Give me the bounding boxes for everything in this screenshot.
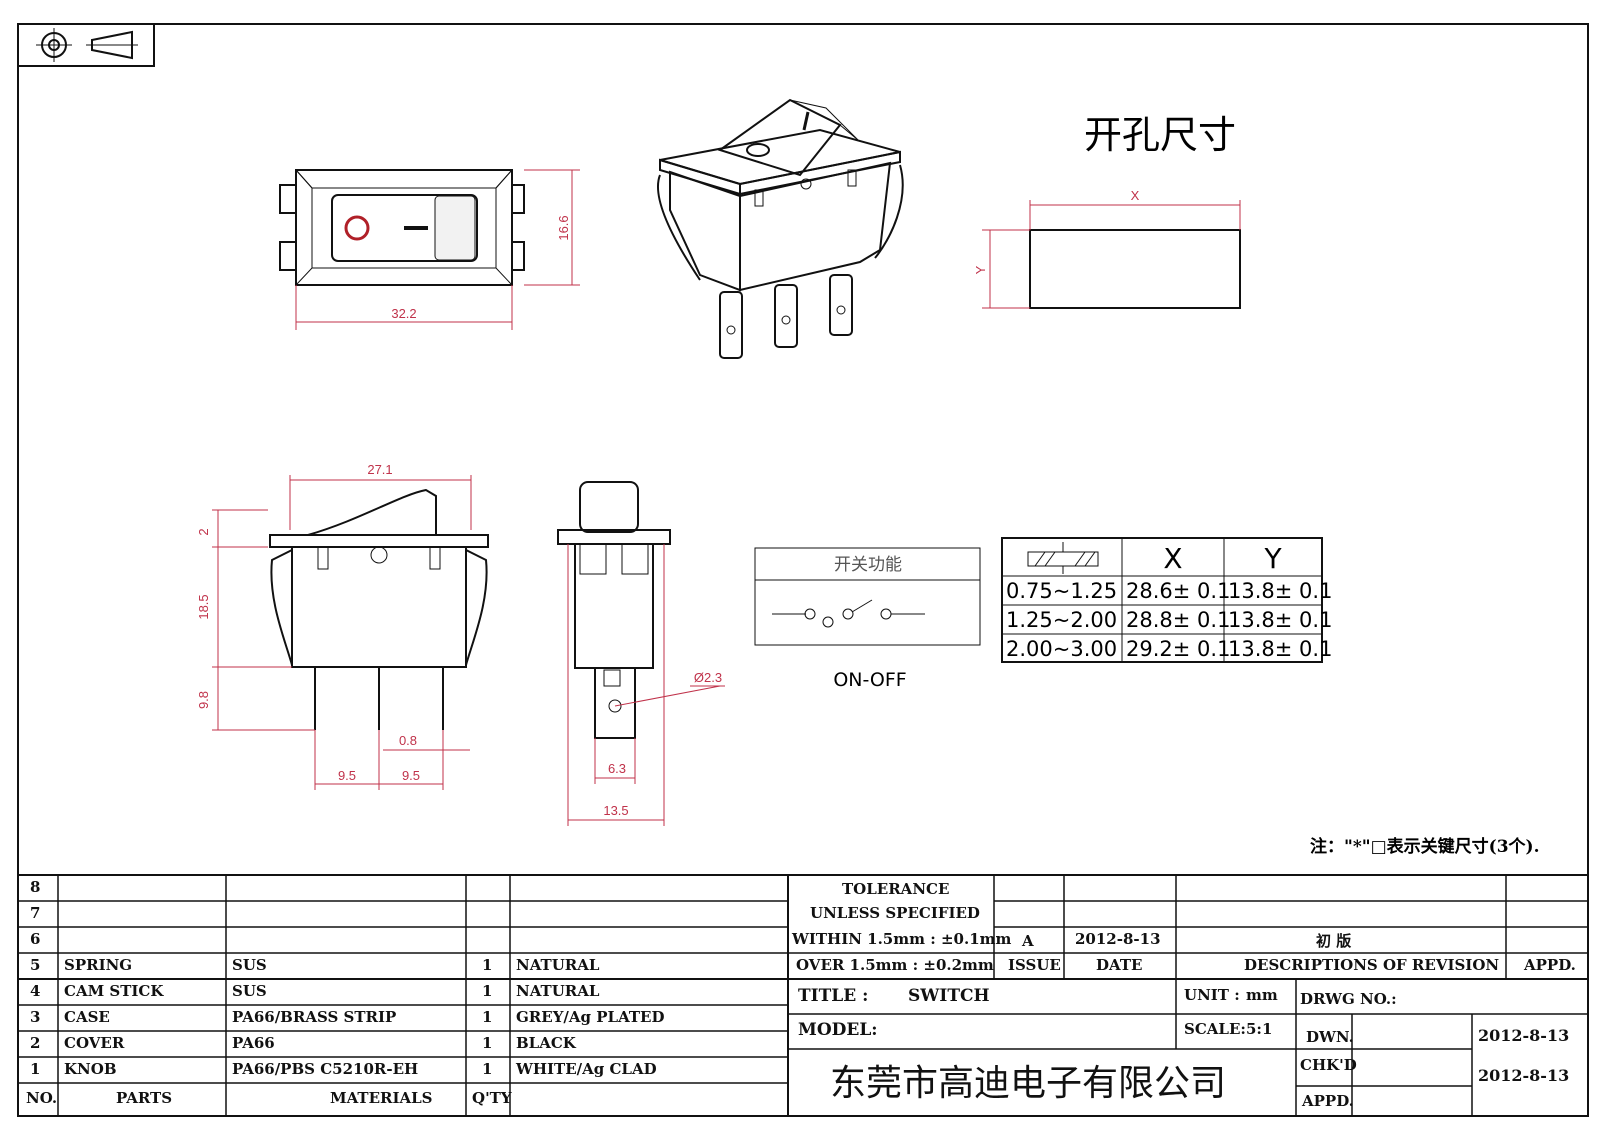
tolerance-line1: TOLERANCE (842, 880, 950, 898)
side-view: 27.1 2 18.5 9.8 9.5 9.5 0.8 (196, 462, 489, 790)
revision-desc-label: DESCRIPTIONS OF REVISION (1244, 956, 1500, 974)
dim-side-pin: 0.8 (399, 733, 417, 748)
isometric-view (657, 98, 904, 359)
bom-material-4: SUS (232, 982, 267, 1000)
revision-date-label: DATE (1096, 956, 1143, 974)
bom-no-5: 5 (30, 956, 41, 974)
dim-side-b: 18.5 (196, 594, 211, 619)
panel-row1-y: 13.8± 0.1 (1228, 579, 1332, 603)
top-view: 32.2 16.6 (279, 169, 580, 330)
revision-issue-label: ISSUE (1008, 956, 1061, 974)
revision-appd-label: APPD. (1524, 956, 1576, 974)
bom-no-1: 1 (30, 1060, 41, 1078)
off-mark-icon (344, 215, 370, 241)
bom-no-8: 8 (30, 878, 41, 896)
cutout-view: X Y (973, 188, 1241, 309)
bom-material-2: PA66 (232, 1034, 275, 1052)
cutout-title: 开孔尺寸 (1084, 113, 1236, 157)
model-label: MODEL: (798, 1020, 878, 1040)
panel-thickness-table: X Y 0.75~1.25 28.6± 0.1 13.8± 0.1 1.25~2… (1001, 537, 1332, 663)
key-dimension-note: 注："*"□表示关键尺寸(3个). (1310, 836, 1540, 857)
bom-material-5: SUS (232, 956, 267, 974)
dim-end-hole: Ø2.3 (694, 670, 722, 685)
dim-end-width: 13.5 (603, 803, 628, 818)
scale-label: SCALE: (1184, 1020, 1246, 1038)
bom-part-3: CASE (64, 1008, 110, 1026)
bom-part-5: SPRING (64, 956, 133, 974)
function-title: 开关功能 (834, 555, 902, 575)
bom-footer-materials: MATERIALS (330, 1089, 433, 1107)
panel-row2-y: 13.8± 0.1 (1228, 608, 1332, 632)
bom-footer-no: NO. (26, 1089, 58, 1107)
title-value: SWITCH (908, 986, 990, 1006)
dim-side-c: 9.8 (196, 691, 211, 709)
panel-row3-thickness: 2.00~3.00 (1006, 637, 1117, 661)
dim-side-pitch2: 9.5 (402, 768, 420, 783)
sheet-border (17, 23, 1589, 1117)
bom-material-1: PA66/PBS C5210R-EH (232, 1060, 419, 1078)
panel-row2-thickness: 1.25~2.00 (1006, 608, 1117, 632)
panel-row3-x: 29.2± 0.1 (1126, 637, 1230, 661)
switch-function-box: 开关功能 ON-OFF (754, 547, 981, 691)
bom-footer-qty: Q'TY (472, 1089, 512, 1107)
bom-finish-3: GREY/Ag PLATED (516, 1008, 665, 1026)
tolerance-line4: OVER 1.5mm : ±0.2mm (796, 956, 994, 974)
bom-qty-4: 1 (482, 982, 493, 1000)
end-view: Ø2.3 6.3 13.5 (557, 481, 725, 826)
bom-no-6: 6 (30, 930, 41, 948)
bom-qty-3: 1 (482, 1008, 493, 1026)
drwg-no-label: DRWG NO.: (1300, 990, 1397, 1008)
bom-no-3: 3 (30, 1008, 41, 1026)
panel-row3-y: 13.8± 0.1 (1228, 637, 1332, 661)
bom-no-2: 2 (30, 1034, 41, 1052)
bom-finish-2: BLACK (516, 1034, 576, 1052)
function-mode: ON-OFF (833, 669, 906, 691)
scale-value: 5:1 (1246, 1020, 1273, 1038)
title-block-grid (18, 874, 1588, 1116)
company-name: 东莞市高迪电子有限公司 (830, 1063, 1227, 1104)
dwn-value: 2012-8-13 (1478, 1026, 1570, 1045)
bom-part-2: COVER (64, 1034, 125, 1052)
cutout-x-label: X (1131, 188, 1140, 203)
panel-header-y: Y (1263, 542, 1282, 575)
unit-label: UNIT : (1184, 986, 1240, 1004)
bom-finish-1: WHITE/Ag CLAD (516, 1060, 657, 1078)
bom-part-4: CAM STICK (64, 982, 164, 1000)
bom-no-7: 7 (30, 904, 41, 922)
bom-no-4: 4 (30, 982, 41, 1000)
bom-material-3: PA66/BRASS STRIP (232, 1008, 397, 1026)
bom-qty-1: 1 (482, 1060, 493, 1078)
unit-value: mm (1246, 986, 1278, 1004)
tolerance-line3: WITHIN 1.5mm : ±0.1mm (792, 930, 1012, 948)
tolerance-line2: UNLESS SPECIFIED (810, 904, 980, 922)
dim-top-width: 32.2 (391, 306, 416, 321)
cutout-y-label: Y (973, 265, 988, 274)
chkd-label: CHK'D (1300, 1056, 1357, 1074)
dim-side-a: 2 (196, 528, 211, 535)
bom-part-1: KNOB (64, 1060, 117, 1078)
dim-top-height: 16.6 (556, 215, 571, 240)
bom-finish-5: NATURAL (516, 956, 600, 974)
bom-qty-2: 1 (482, 1034, 493, 1052)
dim-side-pitch1: 9.5 (338, 768, 356, 783)
panel-row1-thickness: 0.75~1.25 (1006, 579, 1117, 603)
dim-end-tab: 6.3 (608, 761, 626, 776)
revision-issue-value: A (1022, 932, 1034, 950)
title-label: TITLE : (798, 986, 869, 1006)
panel-row2-x: 28.8± 0.1 (1126, 608, 1230, 632)
panel-thickness-icon (1027, 542, 1099, 574)
chkd-value: 2012-8-13 (1478, 1066, 1570, 1085)
revision-desc-value: 初 版 (1316, 932, 1352, 950)
bom-qty-5: 1 (482, 956, 493, 974)
dwn-label: DWN. (1306, 1028, 1354, 1046)
appd-label: APPD. (1302, 1092, 1354, 1110)
revision-date-value: 2012-8-13 (1075, 930, 1161, 948)
panel-header-x: X (1163, 542, 1182, 575)
dim-side-top: 27.1 (367, 462, 392, 477)
bom-footer-parts: PARTS (116, 1089, 173, 1107)
panel-row1-x: 28.6± 0.1 (1126, 579, 1230, 603)
bom-finish-4: NATURAL (516, 982, 600, 1000)
third-angle-projection-icon (17, 23, 155, 67)
